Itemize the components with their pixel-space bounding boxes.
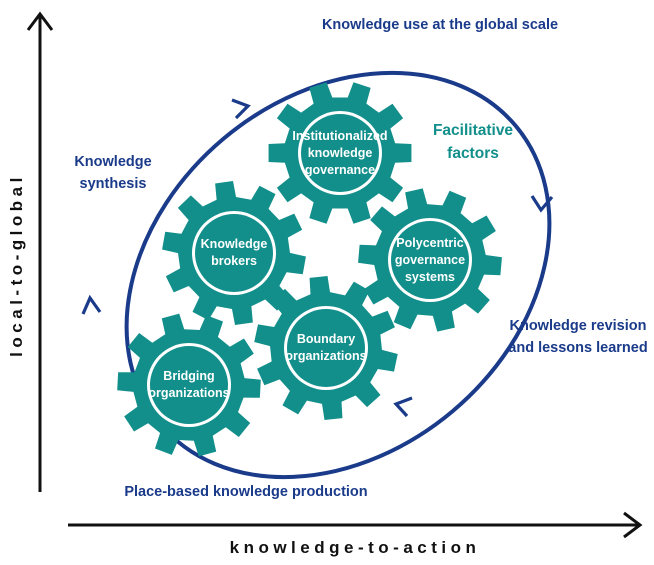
gear-label-line: governance <box>395 253 465 267</box>
label-place-based: Place-based knowledge production <box>124 484 367 500</box>
cycle-arrow-bottom <box>393 396 413 418</box>
cycle-arrow-right <box>530 195 554 213</box>
label-global-scale: Knowledge use at the global scale <box>322 17 558 33</box>
gear-center-disc <box>391 221 469 299</box>
x-axis <box>68 511 643 539</box>
facilitative-factors-1: Facilitative <box>433 122 513 139</box>
gear-body <box>254 276 398 420</box>
gear-bridging-organizations: Bridging organizations <box>117 313 261 457</box>
label-knowledge-synthesis-2: synthesis <box>80 176 147 192</box>
label-knowledge-synthesis-1: Knowledge <box>74 154 151 170</box>
gear-label-line: governance <box>305 163 375 177</box>
gear-label-line: knowledge <box>308 146 373 160</box>
cycle-arrow-left <box>81 294 102 315</box>
knowledge-cycle-ellipse <box>124 70 552 480</box>
gear-label-line: Knowledge <box>201 237 268 251</box>
gear-body <box>162 181 306 325</box>
gear-knowledge-brokers: Knowledge brokers <box>162 181 306 325</box>
gear-label-line: systems <box>405 270 455 284</box>
gear-body <box>268 82 412 224</box>
gear-label-line: Institutionalized <box>292 129 387 143</box>
gear-label-line: brokers <box>211 254 257 268</box>
gear-body <box>117 313 261 457</box>
gear-center-disc <box>287 309 365 387</box>
facilitative-factors-2: factors <box>447 145 499 162</box>
gear-label-line: organizations <box>285 349 366 363</box>
x-axis-label: knowledge-to-action <box>230 538 481 557</box>
gear-polycentric-governance-systems: Polycentric governance systems <box>358 188 502 332</box>
gear-label-line: organizations <box>148 386 229 400</box>
gear-institutionalized-knowledge-governance: Institutionalized knowledge governance <box>268 82 412 224</box>
gear-label-line: Bridging <box>163 369 214 383</box>
gear-center-disc <box>150 346 228 424</box>
gear-center-disc <box>301 114 379 192</box>
gear-body <box>358 188 502 332</box>
label-knowledge-revision-2: and lessons learned <box>508 340 647 356</box>
cycle-arrow-top <box>231 98 251 120</box>
y-axis-label: local-to-global <box>7 173 26 357</box>
label-knowledge-revision-1: Knowledge revision <box>510 318 647 334</box>
y-axis <box>26 11 54 492</box>
gear-label-line: Polycentric <box>396 236 463 250</box>
gear-boundary-organizations: Boundary organizations <box>254 276 398 420</box>
gear-center-disc <box>195 214 273 292</box>
gear-label-line: Boundary <box>297 332 355 346</box>
